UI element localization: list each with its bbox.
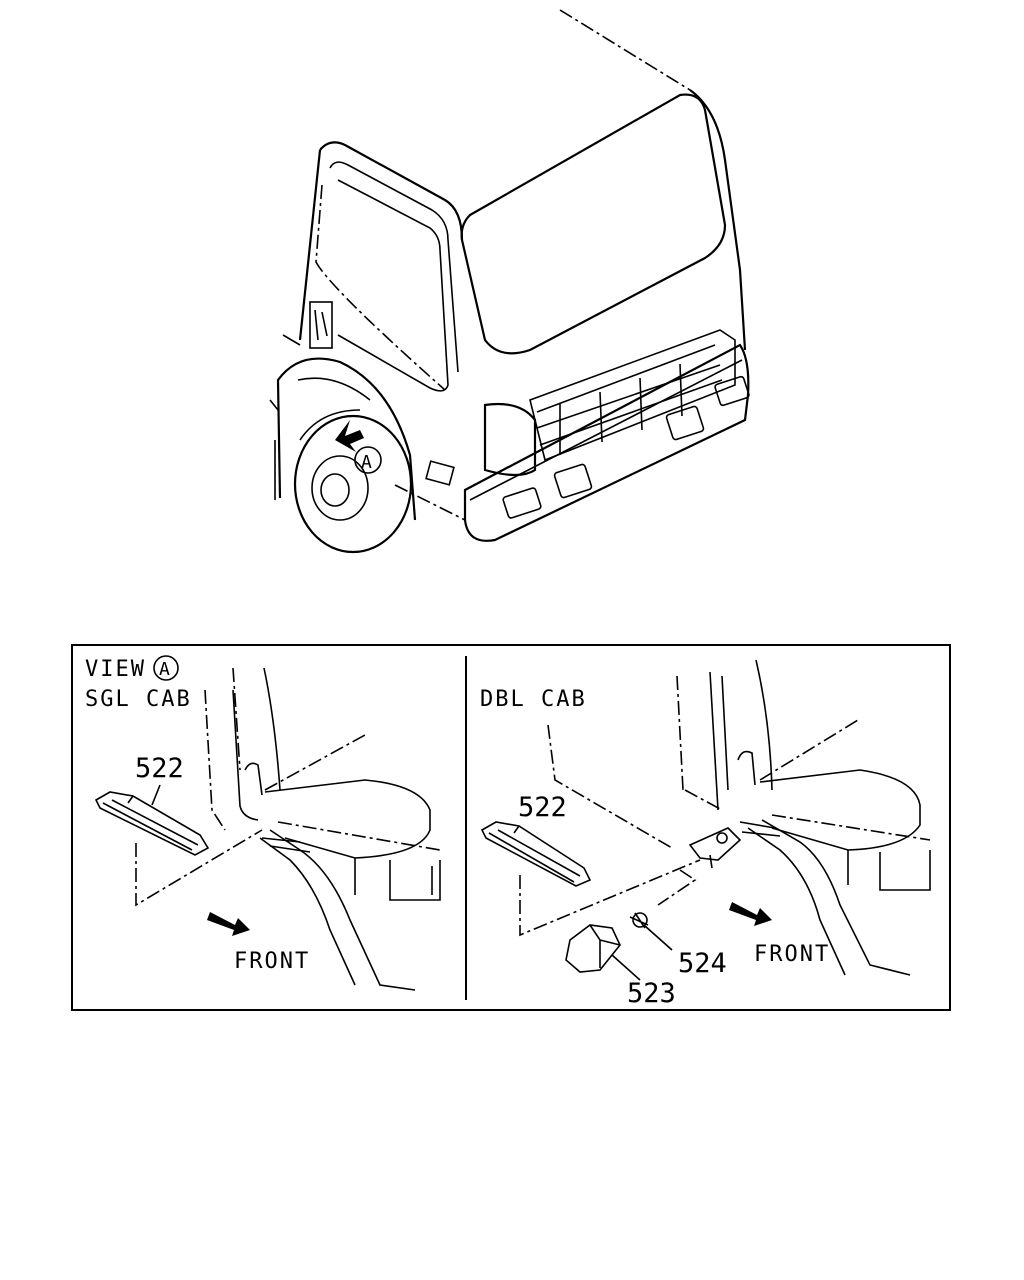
front-arrow-icon-dbl (729, 902, 772, 926)
callout-a-letter: A (361, 452, 372, 473)
callout-a-circle (354, 446, 382, 474)
view-label: VIEW (85, 657, 146, 682)
sgl-cab-label: SGL CAB (85, 687, 192, 712)
view-letter: A (159, 659, 170, 680)
part-524: 524 (678, 948, 727, 979)
front-label-dbl: FRONT (754, 942, 830, 967)
front-label-sgl: FRONT (234, 949, 310, 974)
front-arrow-icon (207, 912, 250, 936)
part-523: 523 (627, 978, 676, 1009)
dbl-cab-drawing (480, 659, 931, 981)
dbl-cab-label: DBL CAB (480, 687, 587, 712)
view-letter-circle (153, 655, 179, 681)
truck-overview (269, 9, 750, 554)
sgl-cab-drawing (94, 667, 441, 991)
part-522-sgl: 522 (135, 753, 184, 784)
part-522-dbl: 522 (518, 792, 567, 823)
detail-panel-frame (71, 644, 951, 1011)
